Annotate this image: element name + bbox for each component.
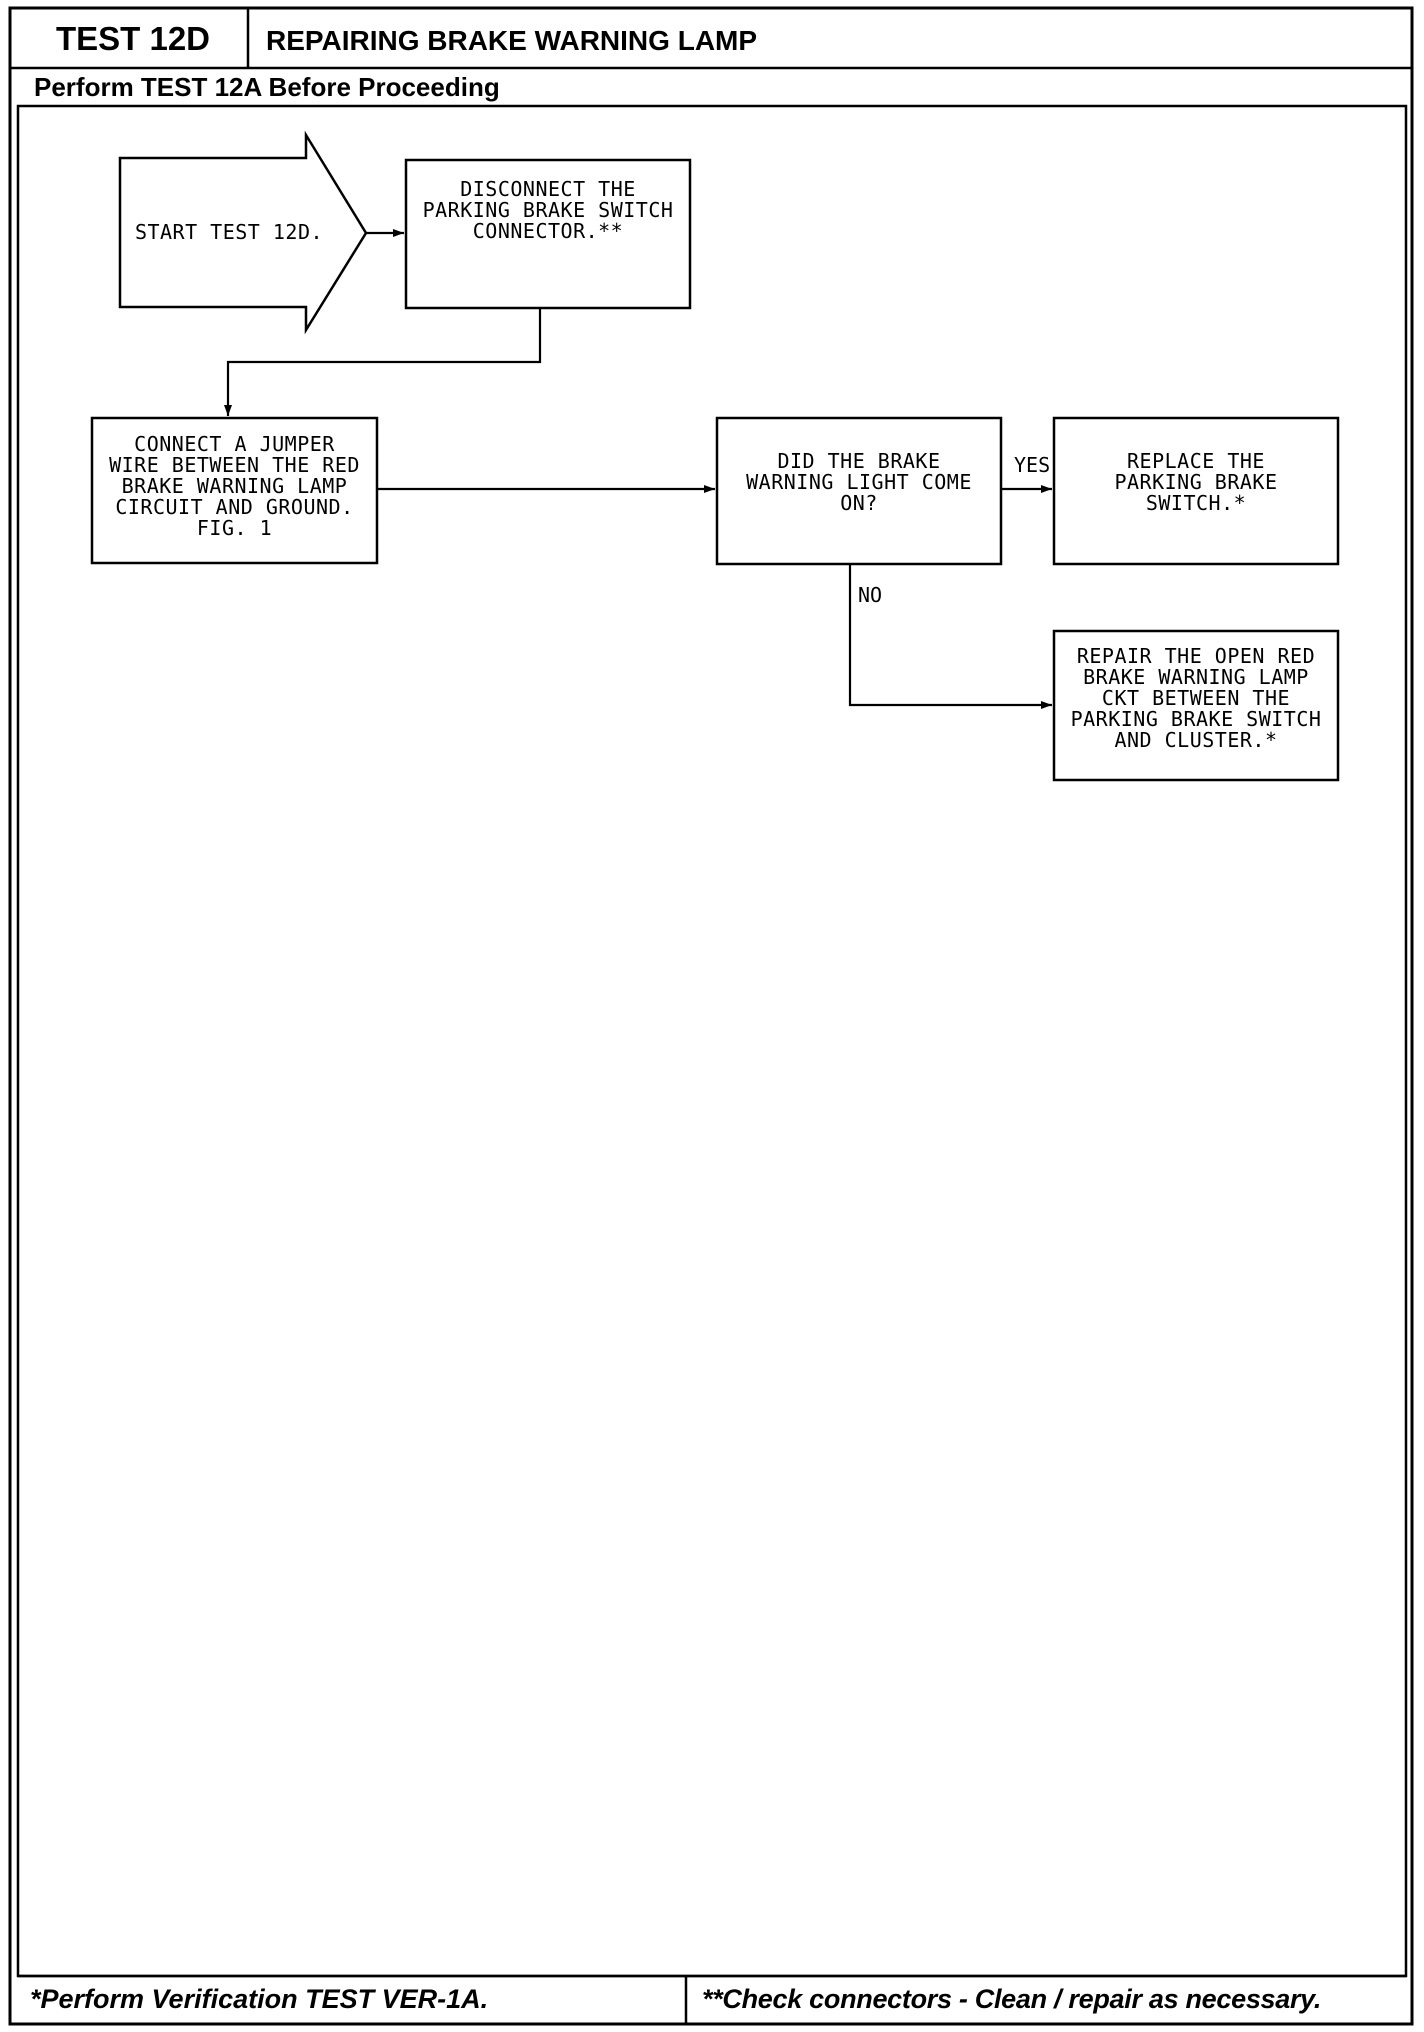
replace-switch-node-label: REPLACE THE PARKING BRAKE SWITCH.* — [1114, 448, 1278, 515]
edge-disconnect-to-jumper — [224, 308, 542, 416]
page-title: REPAIRING BRAKE WARNING LAMP — [266, 25, 758, 56]
footer-connector-note: **Check connectors - Clean / repair as n… — [702, 1984, 1322, 2014]
prerequisite-note: Perform TEST 12A Before Proceeding — [34, 72, 500, 102]
test-id: TEST 12D — [55, 20, 211, 57]
edge-no — [848, 564, 1052, 709]
connect-jumper-node-label: CONNECT A JUMPER WIRE BETWEEN THE RED BR… — [109, 431, 360, 540]
disconnect-node-label: DISCONNECT THE PARKING BRAKE SWITCH CONN… — [422, 176, 674, 243]
replace-switch-node-box — [1052, 416, 1340, 566]
start-node-label: START TEST 12D. — [134, 220, 324, 244]
question-node-label: DID THE BRAKE WARNING LIGHT COME ON? — [746, 448, 972, 515]
yes-label: YES — [1014, 453, 1051, 477]
no-label: NO — [858, 583, 883, 607]
question-node-box — [715, 416, 1003, 566]
disconnect-node-box — [404, 158, 692, 310]
connect-jumper-node-box — [90, 416, 379, 565]
inner-frame — [16, 104, 1408, 1978]
start-node-shape — [118, 130, 368, 335]
outer-frame — [8, 6, 1414, 2026]
footer-verification-note: *Perform Verification TEST VER-1A. — [30, 1984, 489, 2014]
repair-circuit-node-label: REPAIR THE OPEN RED BRAKE WARNING LAMP C… — [1070, 643, 1322, 752]
repair-circuit-node-box — [1052, 629, 1340, 782]
